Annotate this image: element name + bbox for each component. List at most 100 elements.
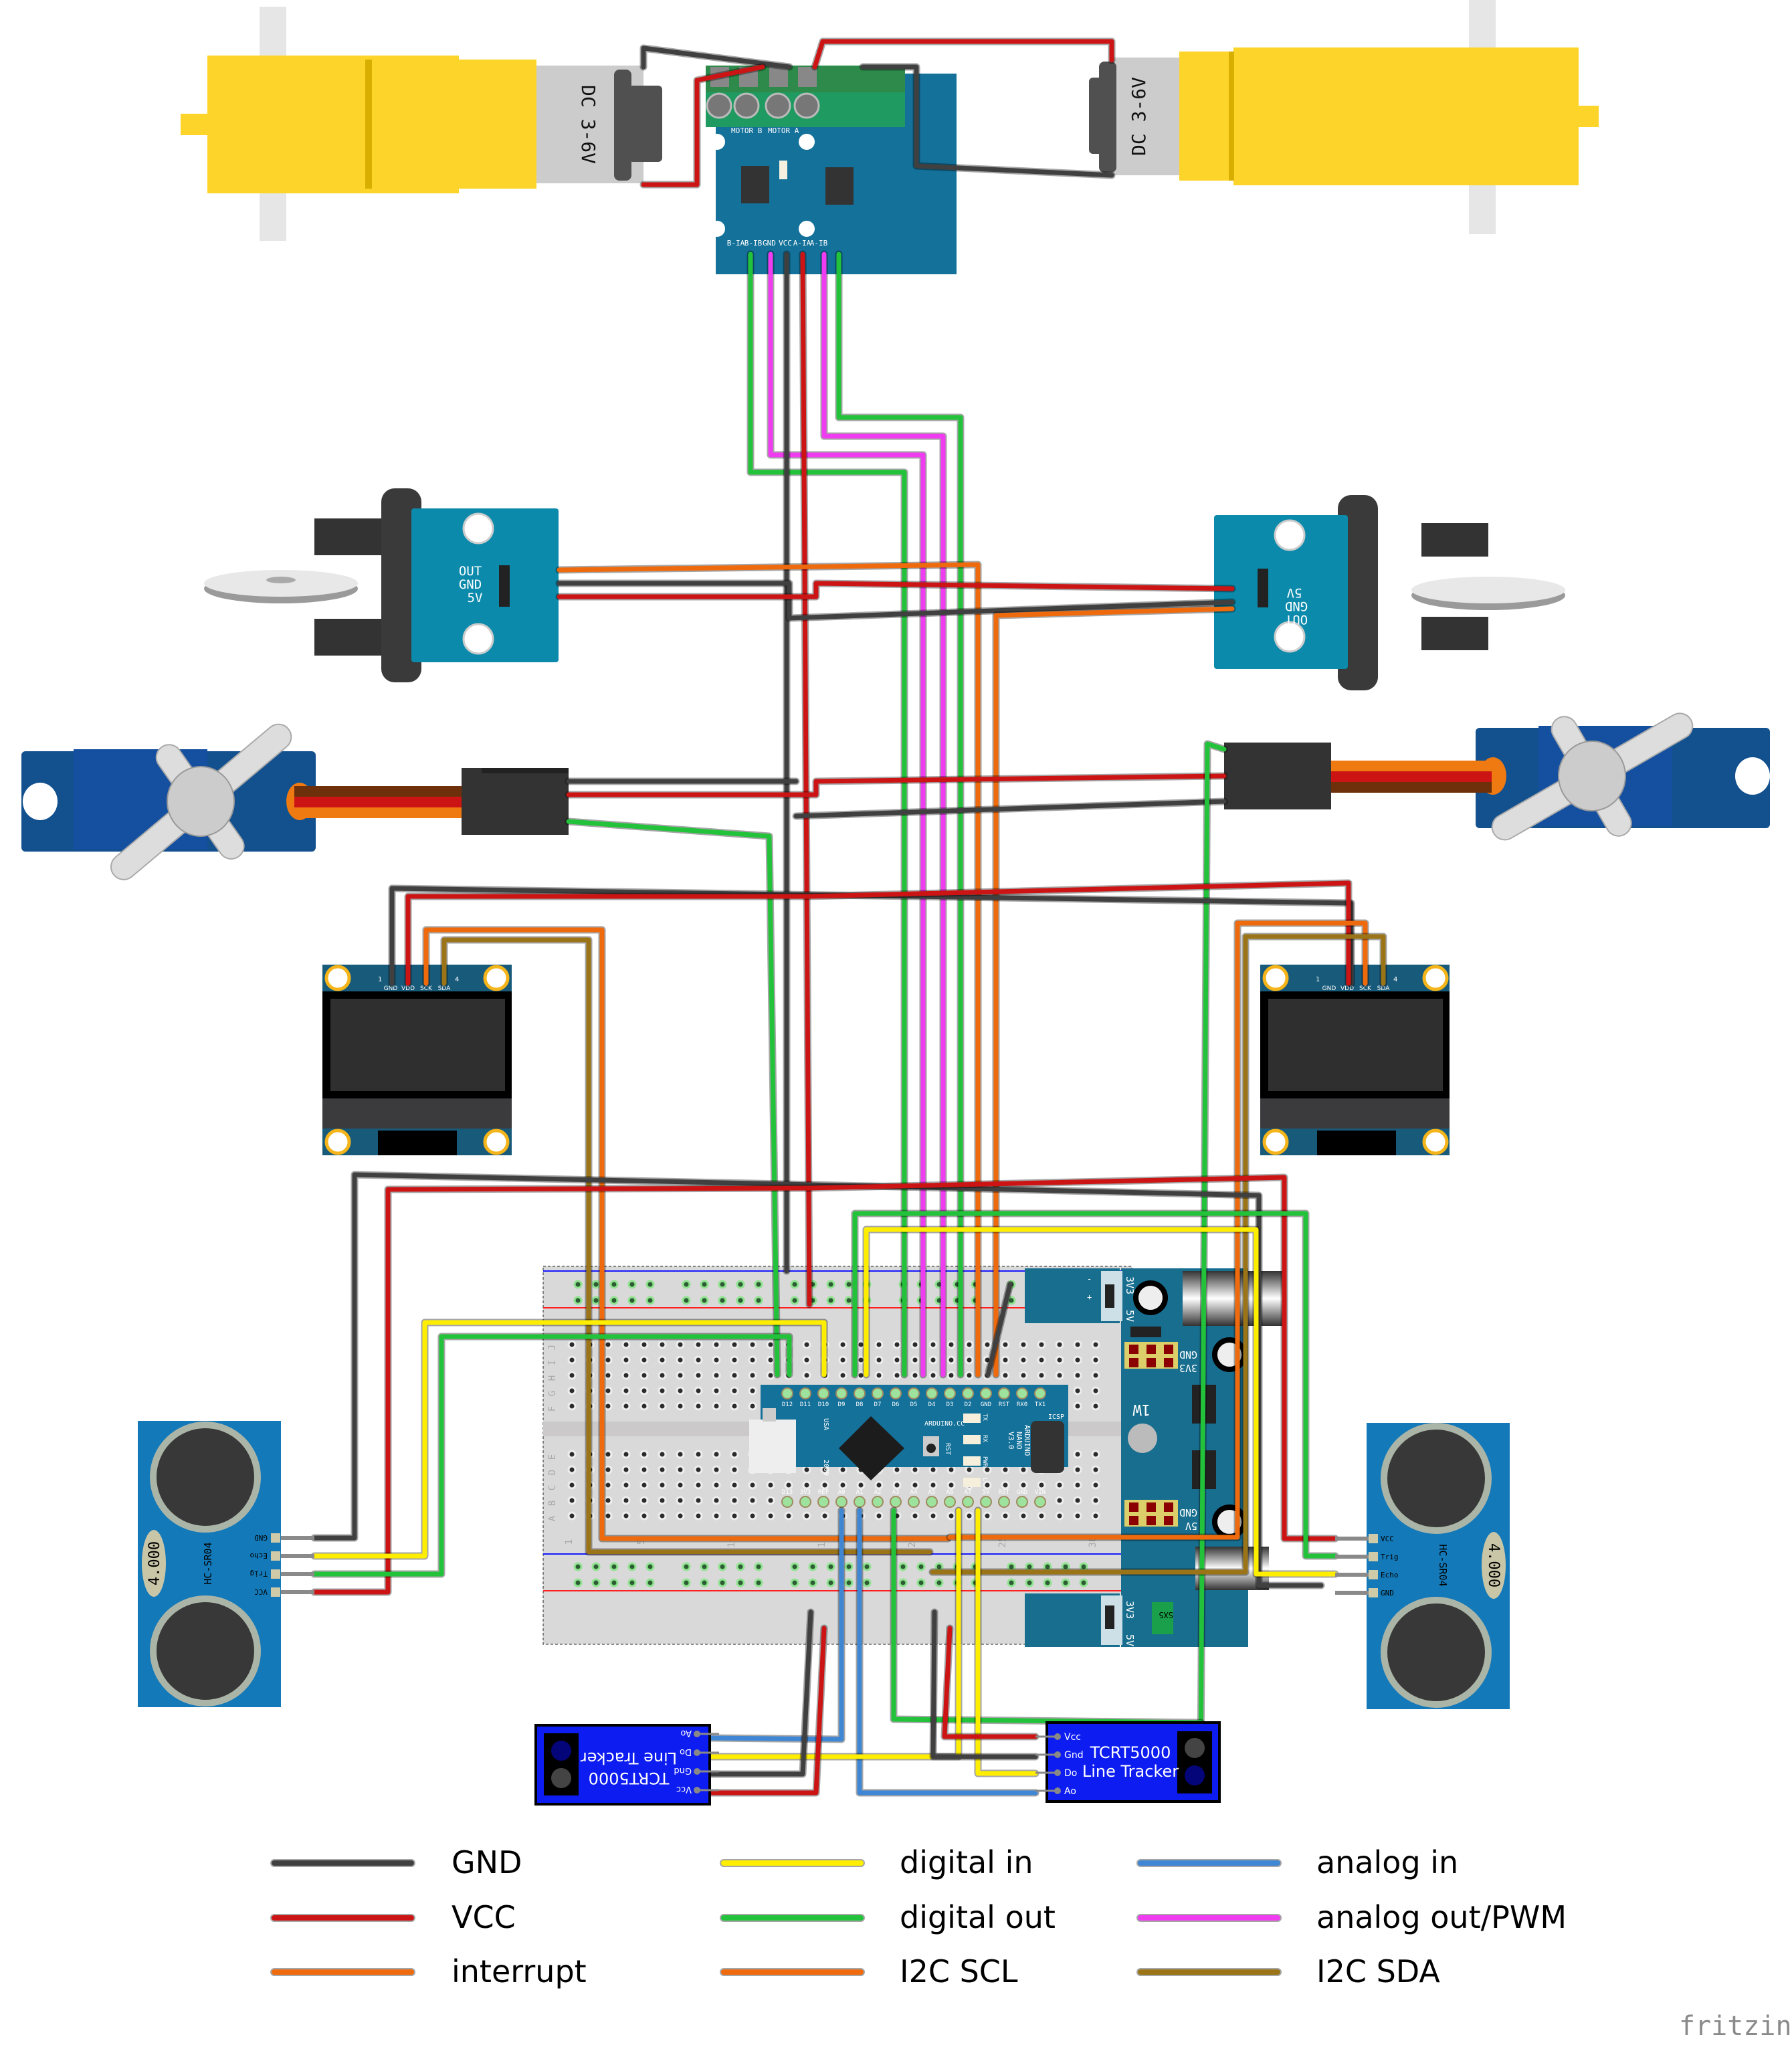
arduino-pin[interactable]	[854, 1496, 866, 1508]
arduino-pin[interactable]	[835, 1387, 848, 1399]
breadboard-hole[interactable]	[639, 1371, 649, 1380]
wire-vcc[interactable]	[557, 581, 1235, 599]
rail-hole[interactable]	[808, 1578, 817, 1587]
breadboard-hole[interactable]	[712, 1386, 721, 1395]
wire-interrupt[interactable]	[557, 562, 981, 1377]
breadboard-hole[interactable]	[874, 1340, 884, 1349]
breadboard-hole[interactable]	[748, 1401, 757, 1411]
breadboard-hole[interactable]	[712, 1511, 721, 1521]
arduino-pin[interactable]	[908, 1496, 920, 1508]
rail-hole[interactable]	[916, 1578, 926, 1587]
arduino-pin[interactable]	[1034, 1387, 1046, 1399]
rail-hole[interactable]	[826, 1562, 835, 1571]
rail-hole[interactable]	[790, 1578, 799, 1587]
breadboard-hole[interactable]	[892, 1340, 902, 1349]
wire-gnd[interactable]	[930, 1610, 1038, 1759]
breadboard-hole[interactable]	[676, 1465, 685, 1474]
rail-hole[interactable]	[718, 1578, 727, 1587]
breadboard-hole[interactable]	[658, 1480, 667, 1490]
rail-hole[interactable]	[573, 1562, 583, 1571]
breadboard-hole[interactable]	[1073, 1450, 1082, 1459]
rail-hole[interactable]	[609, 1296, 619, 1305]
arduino-pin[interactable]	[980, 1496, 992, 1508]
breadboard-hole[interactable]	[748, 1355, 757, 1365]
breadboard-hole[interactable]	[694, 1511, 703, 1521]
breadboard-hole[interactable]	[892, 1480, 902, 1490]
wire-vcc[interactable]	[566, 773, 1227, 797]
breadboard-hole[interactable]	[639, 1401, 649, 1411]
breadboard-hole[interactable]	[621, 1511, 631, 1521]
rail-hole[interactable]	[754, 1296, 763, 1305]
breadboard-hole[interactable]	[910, 1355, 920, 1365]
breadboard-hole[interactable]	[802, 1465, 811, 1474]
wire-digital-in[interactable]	[312, 1320, 827, 1559]
breadboard-hole[interactable]	[766, 1511, 775, 1521]
wire-analog-out[interactable]	[768, 252, 926, 1377]
rail-hole[interactable]	[1007, 1578, 1016, 1587]
arduino-pin[interactable]	[781, 1387, 793, 1399]
rail-hole[interactable]	[700, 1562, 709, 1571]
breadboard-hole[interactable]	[838, 1371, 848, 1380]
breadboard-hole[interactable]	[947, 1480, 956, 1490]
wire-digital-in[interactable]	[975, 1508, 1038, 1776]
breadboard-hole[interactable]	[784, 1511, 793, 1521]
breadboard-hole[interactable]	[639, 1450, 649, 1459]
breadboard-hole[interactable]	[1037, 1340, 1046, 1349]
wire-vcc[interactable]	[312, 1175, 1338, 1595]
breadboard-hole[interactable]	[766, 1371, 775, 1380]
breadboard-hole[interactable]	[1073, 1465, 1082, 1474]
breadboard-hole[interactable]	[1055, 1355, 1064, 1365]
breadboard-hole[interactable]	[856, 1480, 866, 1490]
arduino-pin[interactable]	[1016, 1496, 1028, 1508]
breadboard-hole[interactable]	[1019, 1465, 1028, 1474]
breadboard-hole[interactable]	[748, 1371, 757, 1380]
breadboard-hole[interactable]	[621, 1401, 631, 1411]
breadboard-hole[interactable]	[730, 1480, 739, 1490]
wire-gnd[interactable]	[641, 45, 792, 70]
breadboard-hole[interactable]	[730, 1450, 739, 1459]
wire-gnd[interactable]	[860, 64, 1114, 178]
breadboard-hole[interactable]	[694, 1355, 703, 1365]
rail-hole[interactable]	[591, 1280, 601, 1289]
breadboard-hole[interactable]	[928, 1340, 938, 1349]
arduino-pin[interactable]	[926, 1496, 938, 1508]
arduino-pin[interactable]	[998, 1496, 1010, 1508]
breadboard-hole[interactable]	[892, 1355, 902, 1365]
breadboard-hole[interactable]	[1001, 1355, 1010, 1365]
breadboard-hole[interactable]	[1091, 1401, 1100, 1411]
rail-hole[interactable]	[700, 1280, 709, 1289]
breadboard-hole[interactable]	[1001, 1371, 1010, 1380]
arduino-pin[interactable]	[926, 1387, 938, 1399]
breadboard-hole[interactable]	[802, 1480, 811, 1490]
breadboard-hole[interactable]	[928, 1480, 938, 1490]
breadboard-hole[interactable]	[748, 1480, 757, 1490]
rail-hole[interactable]	[591, 1296, 601, 1305]
breadboard-hole[interactable]	[1055, 1371, 1064, 1380]
breadboard-hole[interactable]	[748, 1496, 757, 1505]
rail-hole[interactable]	[898, 1578, 908, 1587]
breadboard-hole[interactable]	[766, 1340, 775, 1349]
breadboard-hole[interactable]	[983, 1340, 992, 1349]
breadboard-hole[interactable]	[1001, 1511, 1010, 1521]
breadboard-hole[interactable]	[730, 1340, 739, 1349]
breadboard-hole[interactable]	[603, 1496, 613, 1505]
breadboard-hole[interactable]	[658, 1355, 667, 1365]
breadboard-hole[interactable]	[965, 1340, 974, 1349]
wire-vcc[interactable]	[641, 64, 765, 187]
breadboard-hole[interactable]	[892, 1465, 902, 1474]
breadboard-hole[interactable]	[639, 1465, 649, 1474]
breadboard-hole[interactable]	[1073, 1480, 1082, 1490]
breadboard-hole[interactable]	[658, 1496, 667, 1505]
breadboard-hole[interactable]	[802, 1371, 811, 1380]
wire-vcc[interactable]	[942, 1626, 1038, 1739]
arduino-pin[interactable]	[998, 1387, 1010, 1399]
breadboard-hole[interactable]	[910, 1480, 920, 1490]
breadboard-hole[interactable]	[712, 1371, 721, 1380]
breadboard-hole[interactable]	[639, 1511, 649, 1521]
breadboard-hole[interactable]	[567, 1340, 577, 1349]
breadboard-hole[interactable]	[874, 1371, 884, 1380]
wire-i2c-sda[interactable]	[930, 934, 1386, 1575]
breadboard-hole[interactable]	[603, 1401, 613, 1411]
rail-hole[interactable]	[736, 1562, 745, 1571]
breadboard-hole[interactable]	[694, 1465, 703, 1474]
